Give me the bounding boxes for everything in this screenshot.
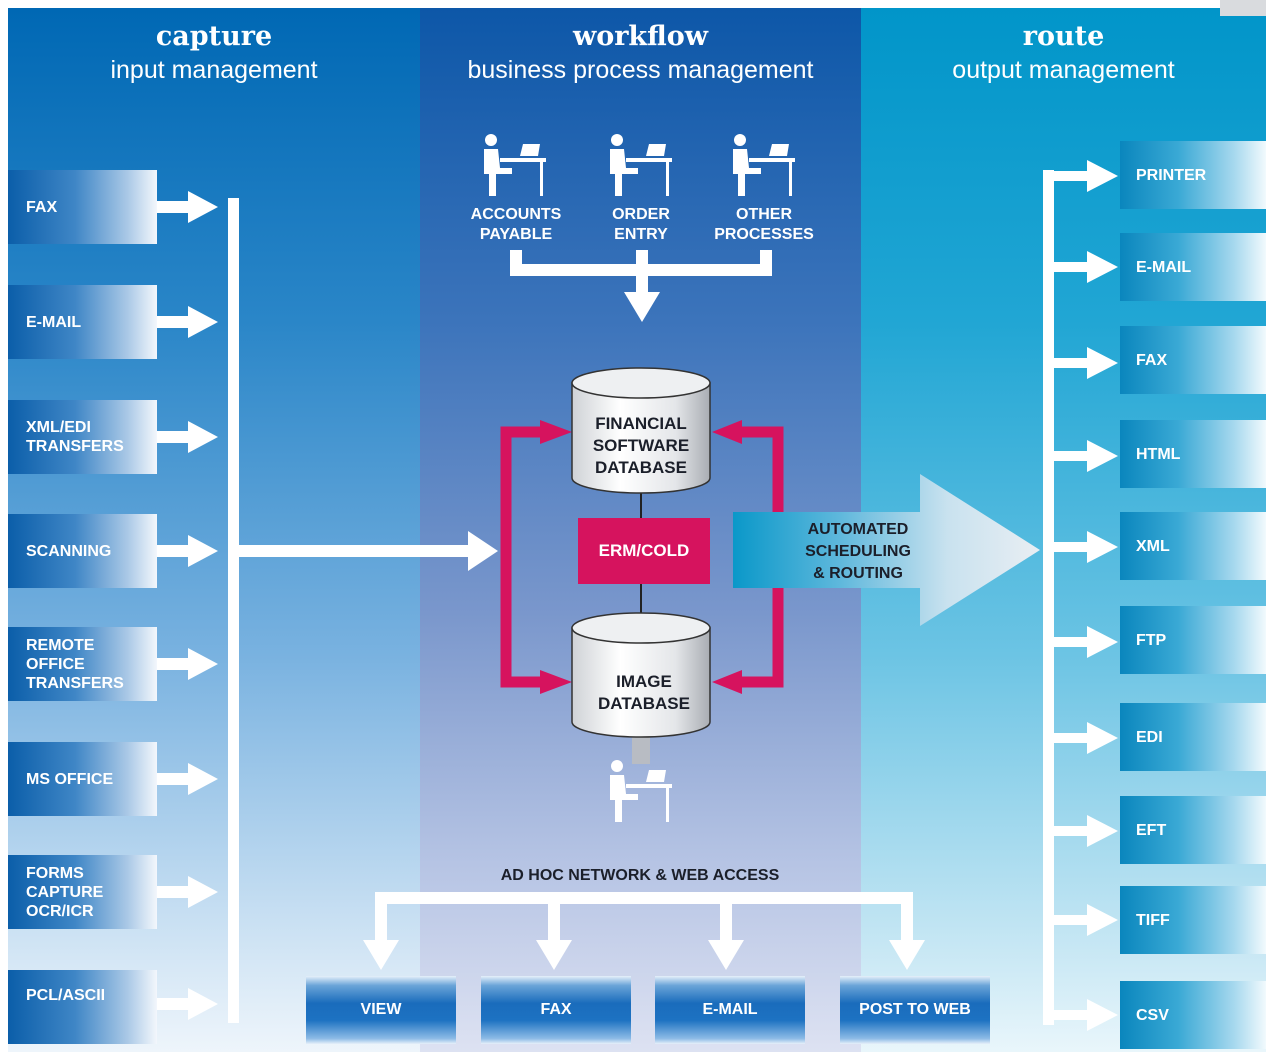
workflow-header: workflow business process management — [420, 20, 861, 86]
output-box-html: HTML — [1120, 420, 1266, 488]
input-box-fax: FAX — [8, 170, 157, 244]
arrow-xml-in — [157, 421, 218, 453]
workflow-subtitle: business process management — [467, 56, 814, 84]
capture-subtitle: input management — [110, 56, 318, 84]
route-subtitle: output management — [952, 56, 1175, 84]
output-box-ftp: FTP — [1120, 606, 1266, 674]
arrow-fax-in — [157, 191, 218, 223]
person-at-computer-icon — [733, 134, 795, 196]
workflow-title: workflow — [572, 21, 709, 52]
input-box-remote-office: REMOTE OFFICE TRANSFERS — [8, 627, 157, 701]
capture-title: capture — [155, 21, 273, 52]
output-arrows — [1054, 160, 1118, 1031]
arrow-email-in — [157, 306, 218, 338]
input-box-pcl-ascii: PCL/ASCII — [8, 970, 157, 1044]
person-at-computer-icon — [610, 760, 672, 822]
output-box-fax: FAX — [1120, 326, 1266, 394]
arrow-forms-in — [157, 876, 218, 908]
output-box-tiff: TIFF — [1120, 886, 1266, 954]
output-box-printer: PRINTER — [1120, 141, 1266, 209]
arrow-pcl-in — [157, 988, 218, 1020]
output-box-eft: EFT — [1120, 796, 1266, 864]
process-tree — [510, 250, 772, 322]
output-collector-bar — [1043, 170, 1054, 1025]
output-box-email: E-MAIL — [1120, 233, 1266, 301]
route-header: route output management — [861, 20, 1266, 86]
scheduling-routing-label: AUTOMATED SCHEDULING & ROUTING — [805, 521, 911, 582]
process-other: OTHER PROCESSES — [714, 206, 814, 243]
access-fax: FAX — [481, 976, 631, 1044]
financial-database-label: FINANCIAL SOFTWARE DATABASE — [592, 414, 690, 477]
input-arrows — [157, 191, 218, 1020]
route-title: route — [1022, 21, 1105, 52]
output-box-csv: CSV — [1120, 981, 1266, 1049]
access-view: VIEW — [306, 976, 456, 1044]
process-accounts-payable: ACCOUNTS PAYABLE — [470, 206, 562, 243]
person-at-computer-icon — [484, 134, 546, 196]
db-stand — [632, 736, 650, 764]
input-box-email: E-MAIL — [8, 285, 157, 359]
input-box-forms-capture: FORMS CAPTURE OCR/ICR — [8, 855, 157, 929]
output-box-edi: EDI — [1120, 703, 1266, 771]
access-email: E-MAIL — [655, 976, 805, 1044]
arrow-remote-in — [157, 648, 218, 680]
database-cylinder-icon — [571, 367, 711, 494]
input-box-scanning: SCANNING — [8, 514, 157, 588]
adhoc-tree — [363, 892, 925, 970]
access-post-to-web: POST TO WEB — [840, 976, 990, 1044]
input-box-xml-edi: XML/EDI TRANSFERS — [8, 400, 157, 474]
input-box-ms-office: MS OFFICE — [8, 742, 157, 816]
capture-header: capture input management — [8, 20, 420, 86]
arrow-to-databases — [239, 531, 498, 571]
output-box-xml: XML — [1120, 512, 1266, 580]
image-database-label: IMAGE DATABASE — [598, 672, 690, 713]
adhoc-access-label: AD HOC NETWORK & WEB ACCESS — [500, 867, 780, 884]
arrow-scanning-in — [157, 535, 218, 567]
routing-arrow — [733, 474, 1040, 626]
input-collector-bar — [228, 198, 239, 1023]
arrow-msoffice-in — [157, 763, 218, 795]
database-cylinder-icon — [571, 612, 711, 738]
process-order-entry: ORDER ENTRY — [612, 206, 670, 243]
erm-cold-box: ERM/COLD — [578, 518, 710, 584]
person-at-computer-icon — [610, 134, 672, 196]
corner-tab — [1220, 0, 1266, 16]
